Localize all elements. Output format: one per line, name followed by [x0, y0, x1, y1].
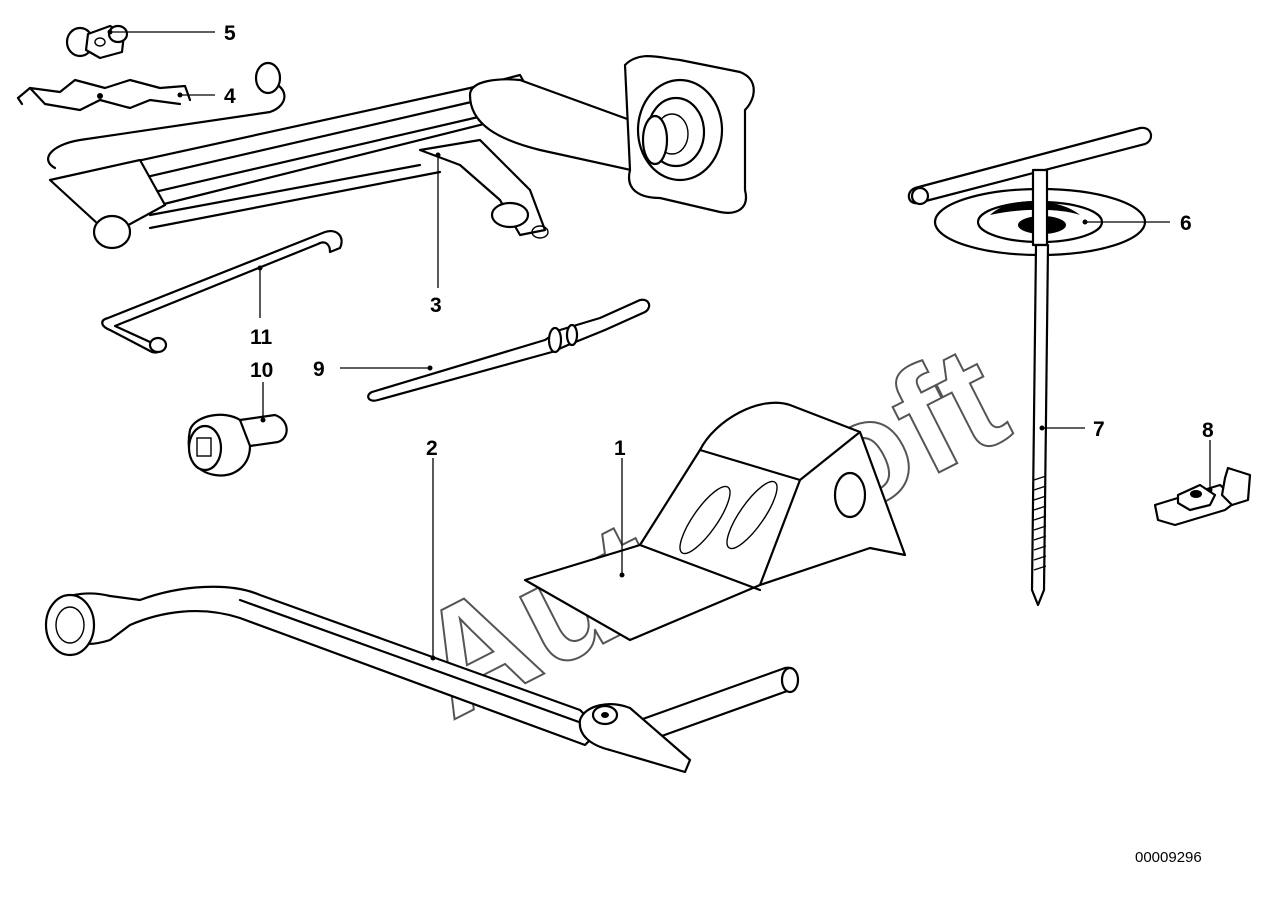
part-6-dish [907, 126, 1153, 257]
leader-lines [107, 29, 1213, 661]
callout-10: 10 [250, 359, 273, 382]
part-2-wheel-brace [44, 585, 800, 774]
callout-4: 4 [224, 85, 236, 108]
callout-2: 2 [426, 437, 438, 460]
part-9-rod [367, 298, 651, 402]
part-5-wing-nut [65, 24, 129, 60]
part-4-clip [16, 78, 192, 112]
part-1-chock [523, 401, 907, 642]
part-11-rod [101, 230, 343, 354]
callout-1: 1 [614, 437, 626, 460]
part-3-jack [47, 55, 755, 250]
callout-6: 6 [1180, 212, 1192, 235]
callout-5: 5 [224, 22, 236, 45]
callout-3: 3 [430, 294, 442, 317]
part-8-clip-nut [1153, 466, 1252, 527]
document-number: 00009296 [1135, 849, 1202, 866]
callout-8: 8 [1202, 419, 1214, 442]
callouts: 1 2 3 4 5 6 7 8 9 10 11 [224, 22, 1214, 460]
callout-9: 9 [313, 358, 325, 381]
callout-11: 11 [250, 326, 273, 349]
callout-7: 7 [1093, 418, 1105, 441]
part-10-plug [187, 413, 288, 477]
part-7-spindle [1030, 243, 1050, 607]
